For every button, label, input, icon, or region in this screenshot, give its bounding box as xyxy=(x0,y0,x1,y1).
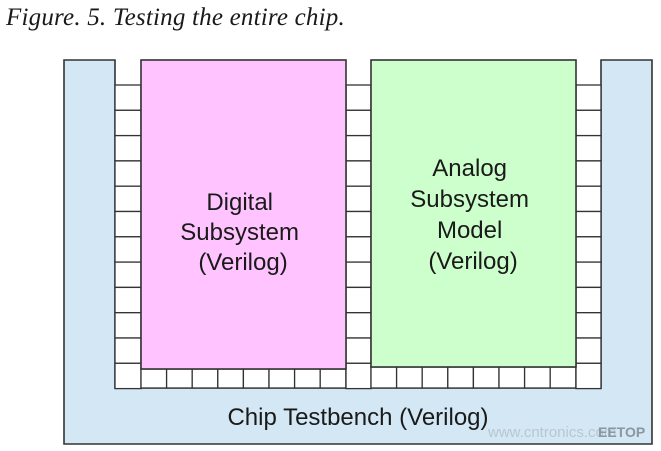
watermark-logo: EETOP xyxy=(598,424,646,440)
right-pad xyxy=(575,185,602,213)
right-pad xyxy=(575,337,602,364)
left-pad xyxy=(114,84,142,111)
analog-label-line-1: Analog xyxy=(432,155,507,182)
bottom-pad-analog xyxy=(395,366,423,389)
left-pad xyxy=(114,210,142,238)
bottom-pad-analog xyxy=(421,366,449,389)
left-pad xyxy=(114,236,142,263)
left-pad xyxy=(114,337,142,364)
right-pad xyxy=(575,362,602,390)
left-pad xyxy=(114,134,142,162)
middle-pad xyxy=(345,337,372,364)
bottom-pad-analog xyxy=(472,366,500,389)
digital-subsystem-block xyxy=(140,59,347,370)
left-pad xyxy=(114,312,142,339)
bottom-pad-digital xyxy=(217,368,245,389)
analog-subsystem-block xyxy=(370,59,577,368)
analog-label-line-3: Model xyxy=(437,217,502,244)
figure-title: Figure. 5. Testing the entire chip. xyxy=(6,4,345,31)
middle-pad xyxy=(345,261,372,289)
bottom-pad-analog xyxy=(370,366,398,389)
left-pad xyxy=(114,286,142,314)
left-pad xyxy=(114,185,142,213)
right-pad xyxy=(575,286,602,314)
bottom-pad-digital xyxy=(293,368,321,389)
left-pad xyxy=(114,362,142,390)
middle-pad xyxy=(345,185,372,213)
bottom-pad-digital xyxy=(319,368,347,389)
bottom-pad-digital xyxy=(268,368,296,389)
digital-label-line-2: Subsystem xyxy=(180,219,299,246)
right-pad xyxy=(575,84,602,111)
right-pad xyxy=(575,312,602,339)
middle-pad xyxy=(345,362,372,390)
right-pad xyxy=(575,134,602,162)
bottom-pad-analog xyxy=(523,366,551,389)
bottom-pad-digital xyxy=(242,368,270,389)
bottom-pad-analog xyxy=(447,366,475,389)
left-pad xyxy=(114,261,142,289)
left-pad xyxy=(114,160,142,187)
right-pad xyxy=(575,261,602,289)
bottom-pad-digital xyxy=(140,368,168,389)
bottom-pad-analog xyxy=(549,366,577,389)
analog-label-line-4: (Verilog) xyxy=(428,248,517,275)
bottom-pad-digital xyxy=(191,368,219,389)
bottom-pad-digital xyxy=(165,368,193,389)
digital-label-line-1: Digital xyxy=(206,189,273,216)
right-pad xyxy=(575,160,602,187)
right-pad xyxy=(575,210,602,238)
middle-pad xyxy=(345,134,372,162)
middle-pad xyxy=(345,210,372,238)
middle-pad xyxy=(345,286,372,314)
middle-pad xyxy=(345,236,372,263)
right-pad xyxy=(575,109,602,137)
analog-subsystem-label: Analog Subsystem Model (Verilog) xyxy=(410,155,535,275)
middle-pad xyxy=(345,160,372,187)
chip-testbench-label: Chip Testbench (Verilog) xyxy=(227,404,488,431)
digital-label-line-3: (Verilog) xyxy=(198,249,287,276)
bottom-pad-analog xyxy=(498,366,526,389)
middle-pad xyxy=(345,109,372,137)
left-pad xyxy=(114,109,142,137)
analog-label-line-2: Subsystem xyxy=(410,186,529,213)
watermark-site: www.cntronics.com xyxy=(488,424,617,441)
digital-subsystem-label: Digital Subsystem (Verilog) xyxy=(180,189,305,276)
middle-pad xyxy=(345,312,372,339)
middle-pad xyxy=(345,84,372,111)
right-pad xyxy=(575,236,602,263)
